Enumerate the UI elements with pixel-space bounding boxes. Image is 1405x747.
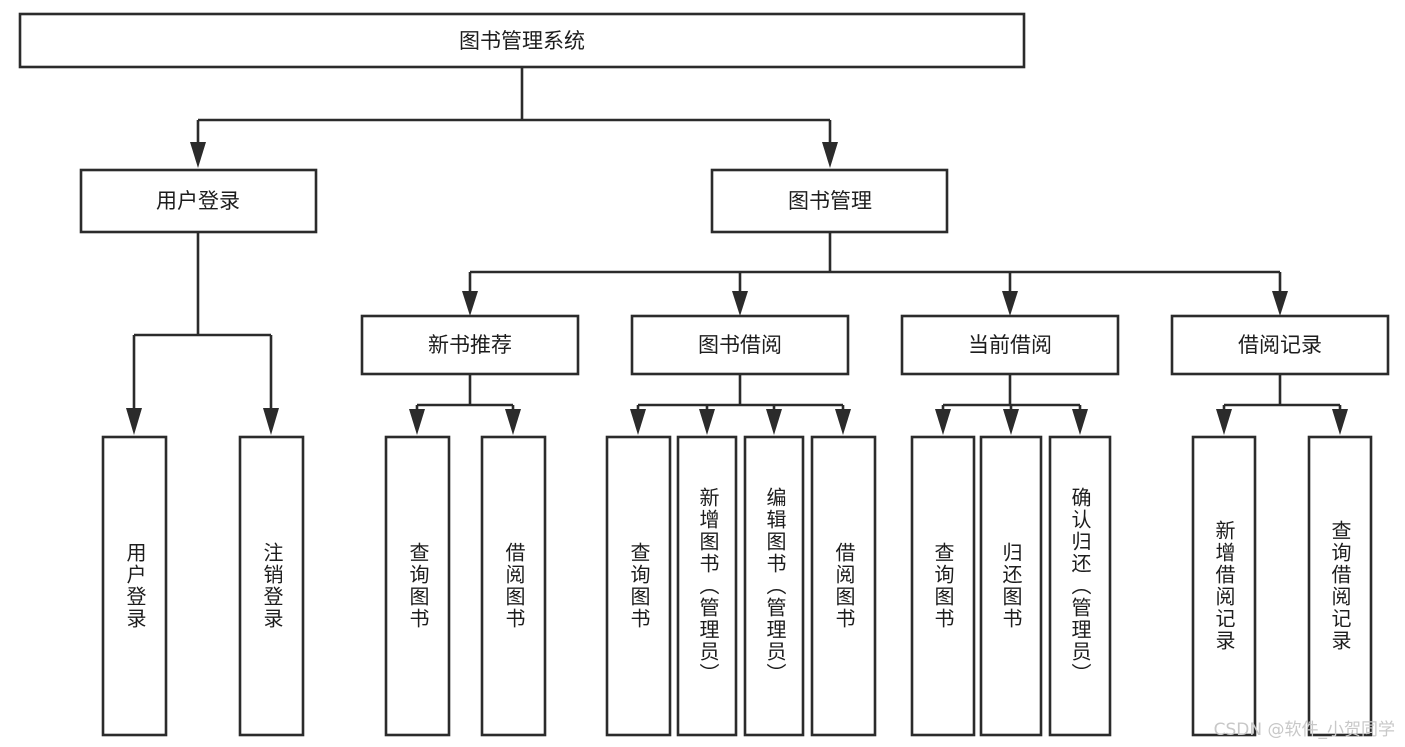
node-root-box[interactable] [18, 12, 1026, 69]
node-leaf-edit-book-admin[interactable]: 编辑图书（管理员） [743, 435, 805, 737]
arrow-head-book-borrow [732, 291, 748, 316]
arrow-head-leaf-query-book-3 [935, 409, 951, 435]
arrow-head-leaf-user-login [126, 408, 142, 435]
node-leaf-query-book-3[interactable]: 查询图书 [910, 435, 976, 737]
node-new-book-recommend[interactable]: 新书推荐 [360, 314, 580, 376]
arrow-head-new-book-recommend [462, 291, 478, 316]
node-leaf-logout-login-box[interactable] [238, 435, 305, 737]
arrow-head-leaf-query-book-1 [409, 409, 425, 435]
node-root[interactable]: 图书管理系统 [18, 12, 1026, 69]
node-user-login[interactable]: 用户登录 [79, 168, 318, 234]
node-leaf-add-borrow-record[interactable]: 新增借阅记录 [1191, 435, 1257, 737]
node-leaf-return-book[interactable]: 归还图书 [979, 435, 1043, 737]
node-leaf-add-book-admin-label: 新增图书（管理员） [696, 487, 720, 685]
arrow-head-leaf-edit-book-admin [766, 409, 782, 435]
node-book-management-box[interactable] [710, 168, 949, 234]
node-leaf-query-book-1-label: 查询图书 [406, 542, 430, 630]
node-leaf-user-login-box[interactable] [101, 435, 168, 737]
node-leaf-return-book-box[interactable] [979, 435, 1043, 737]
node-user-login-label: 用户登录 [156, 189, 240, 213]
node-leaf-query-borrow-record-box[interactable] [1307, 435, 1373, 737]
arrow-head-leaf-query-book-2 [630, 409, 646, 435]
node-root-label: 图书管理系统 [459, 29, 585, 53]
node-new-book-recommend-box[interactable] [360, 314, 580, 376]
node-borrow-record[interactable]: 借阅记录 [1170, 314, 1390, 376]
node-borrow-record-box[interactable] [1170, 314, 1390, 376]
arrow-head-leaf-add-book-admin [699, 409, 715, 435]
node-book-management[interactable]: 图书管理 [710, 168, 949, 234]
node-leaf-confirm-return-admin[interactable]: 确认归还（管理员） [1048, 435, 1112, 737]
node-leaf-borrow-book-1-box[interactable] [480, 435, 547, 737]
node-current-borrow[interactable]: 当前借阅 [900, 314, 1120, 376]
arrow-head-borrow-record [1272, 291, 1288, 316]
connector-layer [126, 67, 1348, 435]
node-leaf-query-book-2-label: 查询图书 [627, 542, 651, 630]
arrow-head-leaf-borrow-book-1 [505, 409, 521, 435]
arrow-head-leaf-query-borrow-record [1332, 409, 1348, 435]
node-current-borrow-label: 当前借阅 [968, 333, 1052, 357]
node-leaf-confirm-return-admin-box[interactable] [1048, 435, 1112, 737]
node-user-login-box[interactable] [79, 168, 318, 234]
node-leaf-query-book-2[interactable]: 查询图书 [605, 435, 672, 737]
node-leaf-query-book-3-label: 查询图书 [931, 542, 955, 630]
arrow-head-leaf-return-book [1003, 409, 1019, 435]
node-leaf-borrow-book-1-label: 借阅图书 [502, 542, 526, 630]
node-leaf-query-borrow-record[interactable]: 查询借阅记录 [1307, 435, 1373, 737]
node-leaf-user-login-label: 用户登录 [123, 542, 147, 630]
arrow-head-leaf-confirm-return-admin [1072, 409, 1088, 435]
node-leaf-borrow-book-1[interactable]: 借阅图书 [480, 435, 547, 737]
node-leaf-query-borrow-record-label: 查询借阅记录 [1328, 520, 1352, 652]
node-book-management-label: 图书管理 [788, 189, 872, 213]
node-leaf-edit-book-admin-label: 编辑图书（管理员） [763, 487, 787, 685]
node-leaf-borrow-book-2-box[interactable] [810, 435, 877, 737]
arrow-head-user-login [190, 142, 206, 168]
node-leaf-edit-book-admin-box[interactable] [743, 435, 805, 737]
node-book-borrow-box[interactable] [630, 314, 850, 376]
node-book-borrow[interactable]: 图书借阅 [630, 314, 850, 376]
node-leaf-confirm-return-admin-label: 确认归还（管理员） [1068, 487, 1092, 685]
node-leaf-user-login[interactable]: 用户登录 [101, 435, 168, 737]
node-leaf-add-borrow-record-box[interactable] [1191, 435, 1257, 737]
node-current-borrow-box[interactable] [900, 314, 1120, 376]
node-borrow-record-label: 借阅记录 [1238, 333, 1322, 357]
arrow-head-leaf-add-borrow-record [1216, 409, 1232, 435]
arrow-head-leaf-logout-login [263, 408, 279, 435]
node-leaf-add-book-admin-box[interactable] [676, 435, 738, 737]
node-leaf-return-book-label: 归还图书 [999, 542, 1023, 630]
node-leaf-logout-login-label: 注销登录 [260, 542, 284, 630]
node-book-borrow-label: 图书借阅 [698, 333, 782, 357]
node-leaf-query-book-3-box[interactable] [910, 435, 976, 737]
node-leaf-logout-login[interactable]: 注销登录 [238, 435, 305, 737]
node-leaf-add-book-admin[interactable]: 新增图书（管理员） [676, 435, 738, 737]
node-leaf-add-borrow-record-label: 新增借阅记录 [1212, 520, 1236, 652]
arrow-head-leaf-borrow-book-2 [835, 409, 851, 435]
node-leaf-borrow-book-2[interactable]: 借阅图书 [810, 435, 877, 737]
arrow-head-book-management [822, 142, 838, 168]
node-new-book-recommend-label: 新书推荐 [428, 333, 512, 357]
node-leaf-borrow-book-2-label: 借阅图书 [832, 542, 856, 630]
node-leaf-query-book-1[interactable]: 查询图书 [384, 435, 451, 737]
node-leaf-query-book-2-box[interactable] [605, 435, 672, 737]
node-leaf-query-book-1-box[interactable] [384, 435, 451, 737]
arrow-head-current-borrow [1002, 291, 1018, 316]
watermark-label: CSDN @软件_小贺同学 [1214, 720, 1395, 740]
